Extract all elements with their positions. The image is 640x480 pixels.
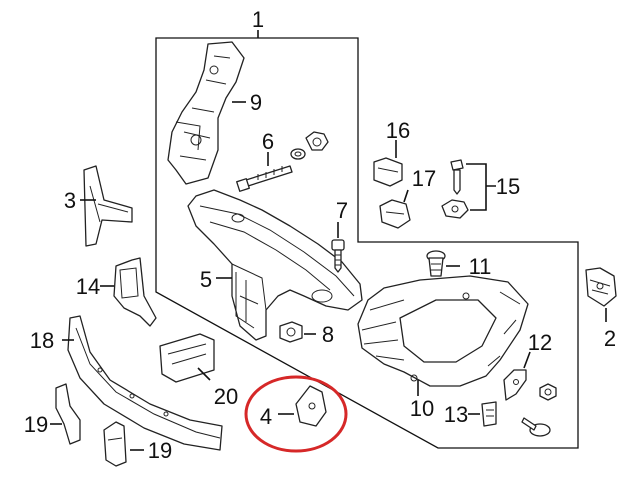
callout-14: 14 (76, 274, 100, 299)
hex-bolt (539, 383, 557, 401)
highlight-circle (244, 375, 348, 453)
leader-20 (197, 367, 211, 381)
part-5-radiator-support (187, 189, 363, 341)
callout-10: 10 (410, 396, 434, 421)
part-18-reinforcement (67, 315, 223, 451)
callout-20: 20 (214, 384, 238, 409)
callout-5: 5 (200, 267, 212, 292)
part-10-side-frame (357, 275, 529, 387)
part-14-bracket (113, 257, 157, 327)
part-15-nut (441, 199, 469, 219)
part-7-pin (331, 239, 345, 273)
part-6-bolt (236, 165, 293, 192)
part-4-bracket (295, 385, 327, 427)
callout-16: 16 (386, 118, 410, 143)
callout-8: 8 (322, 322, 334, 347)
callout-12: 12 (528, 330, 552, 355)
callout-15: 15 (496, 174, 520, 199)
assembly-frame (155, 37, 579, 449)
callout-3: 3 (64, 188, 76, 213)
leader-12 (523, 351, 531, 369)
part-2-bracket (585, 267, 617, 307)
leader-15 (466, 163, 496, 211)
part-8-clip (279, 321, 303, 343)
part-17-bracket (379, 199, 411, 229)
callout-6: 6 (262, 129, 274, 154)
flange-nut (305, 131, 329, 151)
part-19-bracket-left (55, 383, 81, 445)
part-19-bracket-right (103, 421, 127, 467)
part-11-fastener (426, 250, 446, 277)
washer (290, 148, 306, 160)
part-15-bolt (450, 159, 464, 195)
callout-13: 13 (444, 402, 468, 427)
part-12-bracket (503, 369, 527, 401)
part-13-clip (481, 401, 497, 427)
callout-17: 17 (412, 166, 436, 191)
part-16-bracket (373, 157, 403, 187)
callout-9: 9 (250, 90, 262, 115)
part-9-upper-bracket (167, 41, 245, 185)
callout-7: 7 (336, 198, 348, 223)
part-3-bracket (83, 165, 133, 247)
callout-1: 1 (252, 7, 264, 32)
callout-4: 4 (260, 404, 272, 429)
callout-2: 2 (604, 326, 616, 351)
callout-19-right: 19 (148, 438, 172, 463)
callout-11: 11 (469, 254, 492, 279)
callout-19-left: 19 (24, 412, 48, 437)
callout-18: 18 (30, 328, 54, 353)
flange-screw (521, 417, 551, 437)
leader-17 (403, 189, 409, 203)
